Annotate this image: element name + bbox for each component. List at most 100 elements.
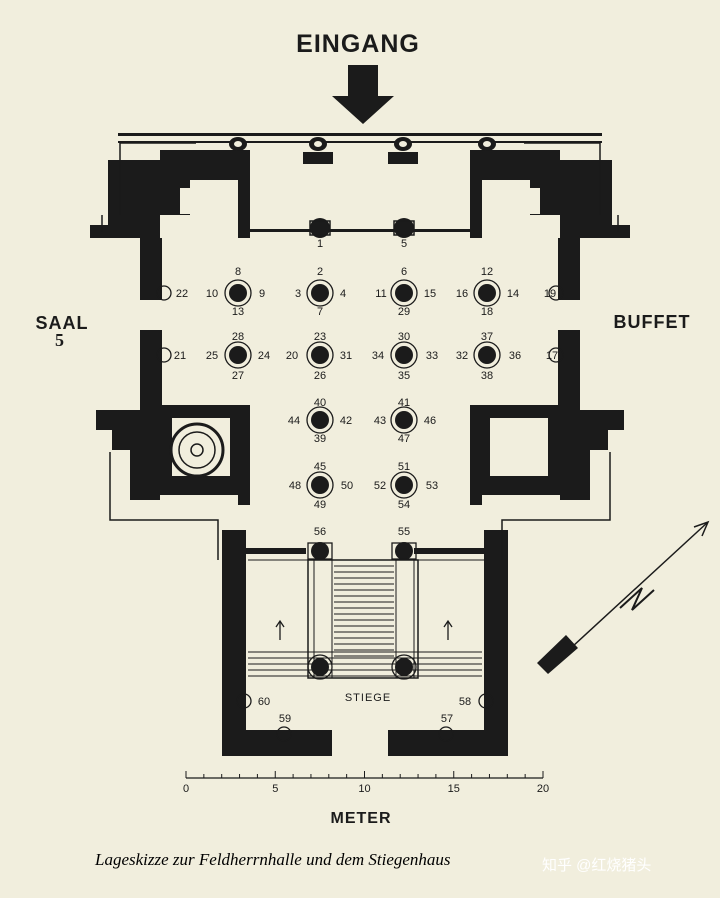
marker-40: 40 (314, 397, 326, 409)
marker-10: 10 (206, 288, 218, 300)
pillar (306, 471, 334, 499)
marker-30: 30 (398, 331, 410, 343)
marker-6: 6 (401, 266, 407, 278)
wall-column (156, 347, 172, 363)
scale-tick-label: 20 (537, 783, 549, 795)
marker-19: 19 (544, 288, 556, 300)
marker-59: 59 (279, 713, 291, 725)
interior-rooms (172, 188, 548, 476)
pillar (224, 279, 252, 307)
marker-27: 27 (232, 370, 244, 382)
pillar (224, 341, 252, 369)
scale-unit: METER (331, 810, 392, 827)
marker-21: 21 (174, 350, 186, 362)
pillar (309, 218, 331, 238)
marker-25: 25 (206, 350, 218, 362)
entrance-title: EINGANG (296, 30, 420, 58)
left-hall-number: 5 (55, 330, 65, 350)
scale-tick-label: 5 (272, 783, 278, 795)
niche (478, 693, 494, 709)
stairs-label: STIEGE (345, 692, 391, 704)
marker-13: 13 (232, 306, 244, 318)
marker-41: 41 (398, 397, 410, 409)
pillar (391, 654, 417, 680)
marker-32: 32 (456, 350, 468, 362)
scale-tick-label: 10 (358, 783, 370, 795)
niche (236, 693, 252, 709)
pillar (390, 279, 418, 307)
pillar (393, 218, 415, 238)
marker-51: 51 (398, 461, 410, 473)
marker-16: 16 (456, 288, 468, 300)
marker-31: 31 (340, 350, 352, 362)
marker-45: 45 (314, 461, 326, 473)
marker-53: 53 (426, 480, 438, 492)
marker-58: 58 (459, 696, 471, 708)
marker-23: 23 (314, 331, 326, 343)
pillars (156, 218, 564, 742)
marker-35: 35 (398, 370, 410, 382)
pillar (390, 341, 418, 369)
marker-34: 34 (372, 350, 384, 362)
wall-column (548, 285, 564, 301)
marker-1: 1 (317, 238, 323, 250)
marker-17: 17 (546, 350, 558, 362)
marker-50: 50 (341, 480, 353, 492)
scale-bar: 0 5 10 15 20 METER (183, 771, 549, 827)
marker-56: 56 (314, 526, 326, 538)
watermark: 知乎 @红烧猪头 (542, 857, 651, 874)
pillar (390, 406, 418, 434)
marker-37: 37 (481, 331, 493, 343)
marker-49: 49 (314, 499, 326, 511)
niche (438, 726, 454, 742)
marker-55: 55 (398, 526, 410, 538)
marker-7: 7 (317, 306, 323, 318)
marker-52: 52 (374, 480, 386, 492)
marker-44: 44 (288, 415, 300, 427)
marker-47: 47 (398, 433, 410, 445)
pillar (307, 542, 333, 560)
marker-33: 33 (426, 350, 438, 362)
pillar (306, 341, 334, 369)
pillar (390, 471, 418, 499)
caption: Lageskizze zur Feldherrnhalle und dem St… (94, 850, 451, 869)
facade-pillars (229, 137, 496, 164)
marker-39: 39 (314, 433, 326, 445)
marker-2: 2 (317, 266, 323, 278)
marker-8: 8 (235, 266, 241, 278)
outer-contours (101, 142, 619, 560)
scale-tick-label: 0 (183, 783, 189, 795)
marker-28: 28 (232, 331, 244, 343)
staircase: STIEGE (248, 559, 484, 704)
pillar (307, 654, 333, 680)
right-hall-label: BUFFET (614, 312, 691, 332)
marker-26: 26 (314, 370, 326, 382)
marker-29: 29 (398, 306, 410, 318)
marker-22: 22 (176, 288, 188, 300)
marker-9: 9 (259, 288, 265, 300)
up-arrow-icon (275, 619, 453, 640)
pillar (306, 406, 334, 434)
marker-42: 42 (340, 415, 352, 427)
left-hall-label: SAAL (36, 313, 89, 333)
marker-24: 24 (258, 350, 270, 362)
marker-12: 12 (481, 266, 493, 278)
marker-54: 54 (398, 499, 410, 511)
marker-5: 5 (401, 238, 407, 250)
marker-14: 14 (507, 288, 519, 300)
marker-15: 15 (424, 288, 436, 300)
marker-36: 36 (509, 350, 521, 362)
north-arrow-icon (537, 520, 710, 674)
pillar (473, 341, 501, 369)
marker-18: 18 (481, 306, 493, 318)
marker-20: 20 (286, 350, 298, 362)
marker-38: 38 (481, 370, 493, 382)
pillar (306, 279, 334, 307)
niche (276, 726, 292, 742)
marker-11: 11 (375, 288, 386, 300)
scale-tick-label: 15 (448, 783, 460, 795)
pillar (391, 542, 417, 560)
